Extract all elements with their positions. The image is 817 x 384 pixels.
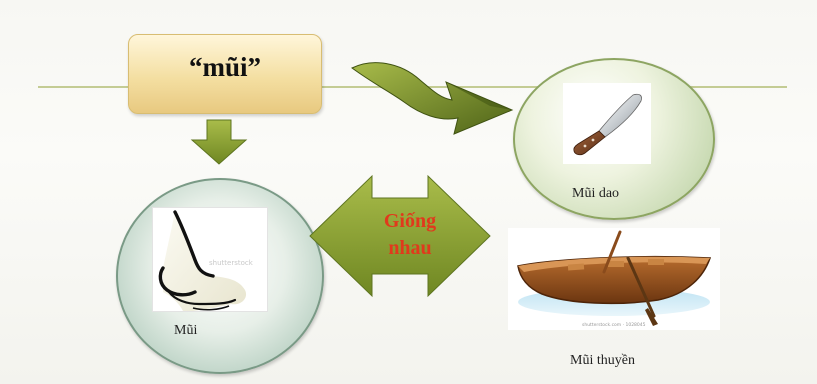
double-arrow-icon [309,174,491,298]
curved-arrow-icon [351,62,514,135]
nose-image: shutterstock [152,207,268,312]
boat-label: Mũi thuyền [570,353,635,368]
knife-label: Mũi dao [572,186,620,201]
svg-text:shutterstock.com · 1028045: shutterstock.com · 1028045 [582,322,646,328]
similarity-label-line1: Giống [383,210,437,232]
svg-text:shutterstock: shutterstock [209,259,254,267]
knife-image [563,83,651,164]
similarity-label: Giống nhau [360,208,460,262]
word-text: “mũi” [188,51,261,82]
boat-image: shutterstock.com · 1028045 [508,228,720,330]
down-arrow-icon [190,119,248,165]
nose-label: Mũi [174,323,198,338]
similarity-label-line2: nhau [388,237,432,259]
word-box: “mũi” [128,34,322,114]
